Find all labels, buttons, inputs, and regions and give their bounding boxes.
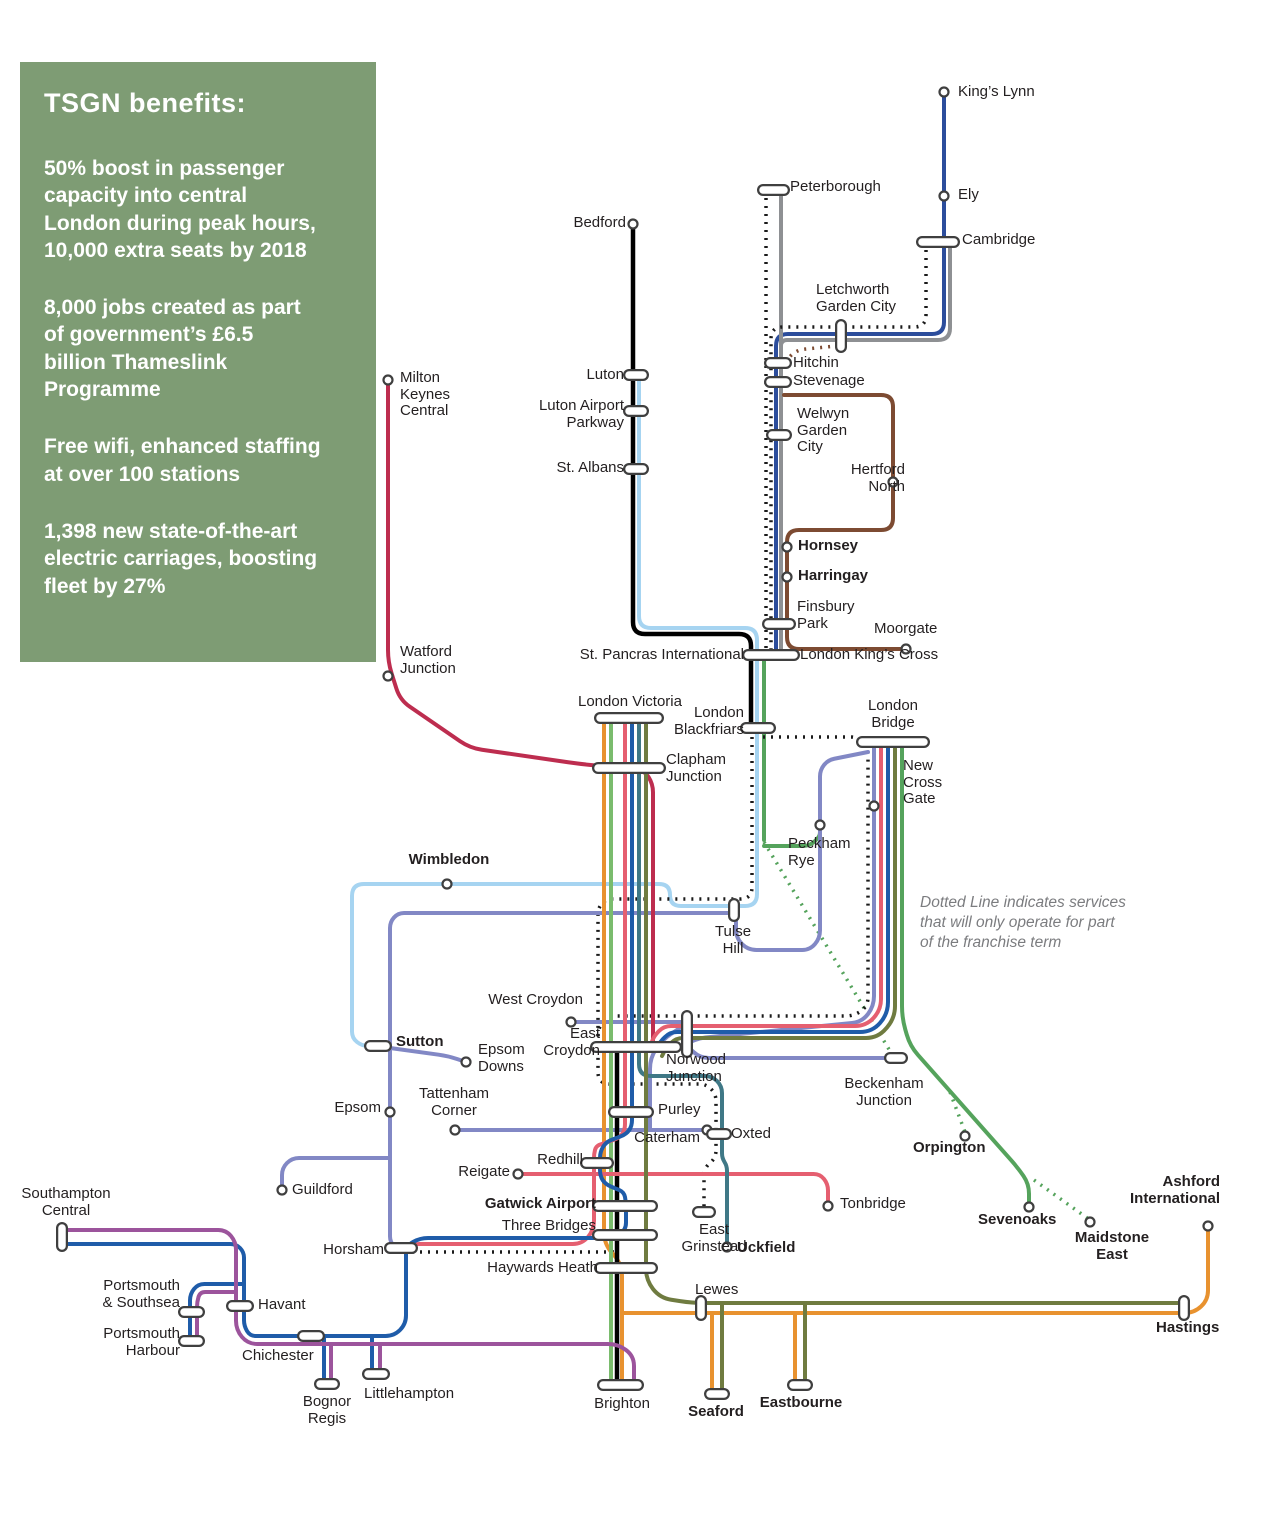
line-purple-epsom-downs	[388, 1046, 468, 1064]
station-marker-hornsey	[781, 541, 793, 553]
line-magenta-portsmouth	[195, 1290, 238, 1343]
benefit-item: 8,000 jobs created as part of government…	[44, 296, 301, 402]
benefit-item: Free wifi, enhanced staffing at over 100…	[44, 435, 321, 486]
line-magenta-coastway	[60, 1228, 636, 1387]
line-teal-uckfield	[637, 716, 729, 1249]
station-marker-uckfield	[721, 1241, 733, 1253]
line-purple-peckham	[734, 750, 870, 952]
station-marker-tonbridge	[822, 1200, 834, 1212]
line-hertford-brown-dotted	[782, 343, 847, 365]
station-marker-bedford	[627, 218, 639, 230]
line-green-london-bridge	[900, 740, 1031, 1209]
line-rose-tonbridge	[516, 1172, 830, 1206]
line-purple-beckenham	[685, 1044, 894, 1060]
line-olive-london-bridge	[660, 740, 897, 1058]
line-blue-portsmouth	[188, 1282, 246, 1343]
station-marker-maidstone-east	[1084, 1216, 1096, 1228]
line-purple-london-bridge	[688, 740, 876, 1044]
benefit-item: 50% boost in passenger capacity into cen…	[44, 157, 316, 262]
station-marker-kings-lynn	[938, 86, 950, 98]
station-marker-harringay	[781, 571, 793, 583]
dotted-line-note: Dotted Line indicates services that will…	[920, 894, 1126, 951]
line-rose-london-bridge	[648, 740, 883, 1049]
benefits-panel: TSGN benefits: 50% boost in passenger ca…	[20, 62, 376, 662]
benefit-item: 1,398 new state-of-the-art electric carr…	[44, 519, 318, 598]
station-marker-sevenoaks	[1023, 1201, 1035, 1213]
line-thameslink-black	[630, 221, 754, 731]
line-purple-guildford	[280, 1156, 392, 1192]
station-marker-hertford-north	[887, 476, 899, 488]
station-marker-milton-keynes-central	[382, 374, 394, 386]
line-green-dotted-maidstone	[1032, 1178, 1092, 1222]
benefits-title: TSGN benefits:	[44, 88, 247, 118]
line-blue-london-bridge	[654, 740, 890, 1052]
station-marker-reigate	[512, 1168, 524, 1180]
station-marker-epsom	[384, 1106, 396, 1118]
station-marker-epsom-downs	[460, 1056, 472, 1068]
station-marker-tattenham-corner	[449, 1124, 461, 1136]
line-olive-main	[644, 716, 1186, 1305]
line-green-peckham	[762, 826, 822, 848]
line-cambridge-dotted	[769, 242, 928, 652]
station-marker-orpington	[959, 1130, 971, 1142]
station-marker-guildford	[276, 1184, 288, 1196]
line-orange-coastway	[620, 1226, 1210, 1315]
station-marker-peckham-rye	[814, 819, 826, 831]
line-lightblue-wimbledon	[350, 373, 759, 1048]
line-purple-lower	[388, 911, 738, 1252]
station-marker-west-croydon	[565, 1016, 577, 1028]
station-marker-ashford-international	[1202, 1220, 1214, 1232]
line-cambridge-blue	[774, 90, 946, 654]
station-marker-new-cross-gate	[868, 800, 880, 812]
station-marker-watford-junction	[382, 670, 394, 682]
line-hertford-brown	[782, 393, 908, 651]
line-cambridge-grey	[779, 240, 952, 354]
station-marker-ely	[938, 190, 950, 202]
station-marker-moorgate	[900, 643, 912, 655]
station-marker-wimbledon	[441, 878, 453, 890]
line-dotted-tulse-hill	[596, 737, 754, 1212]
